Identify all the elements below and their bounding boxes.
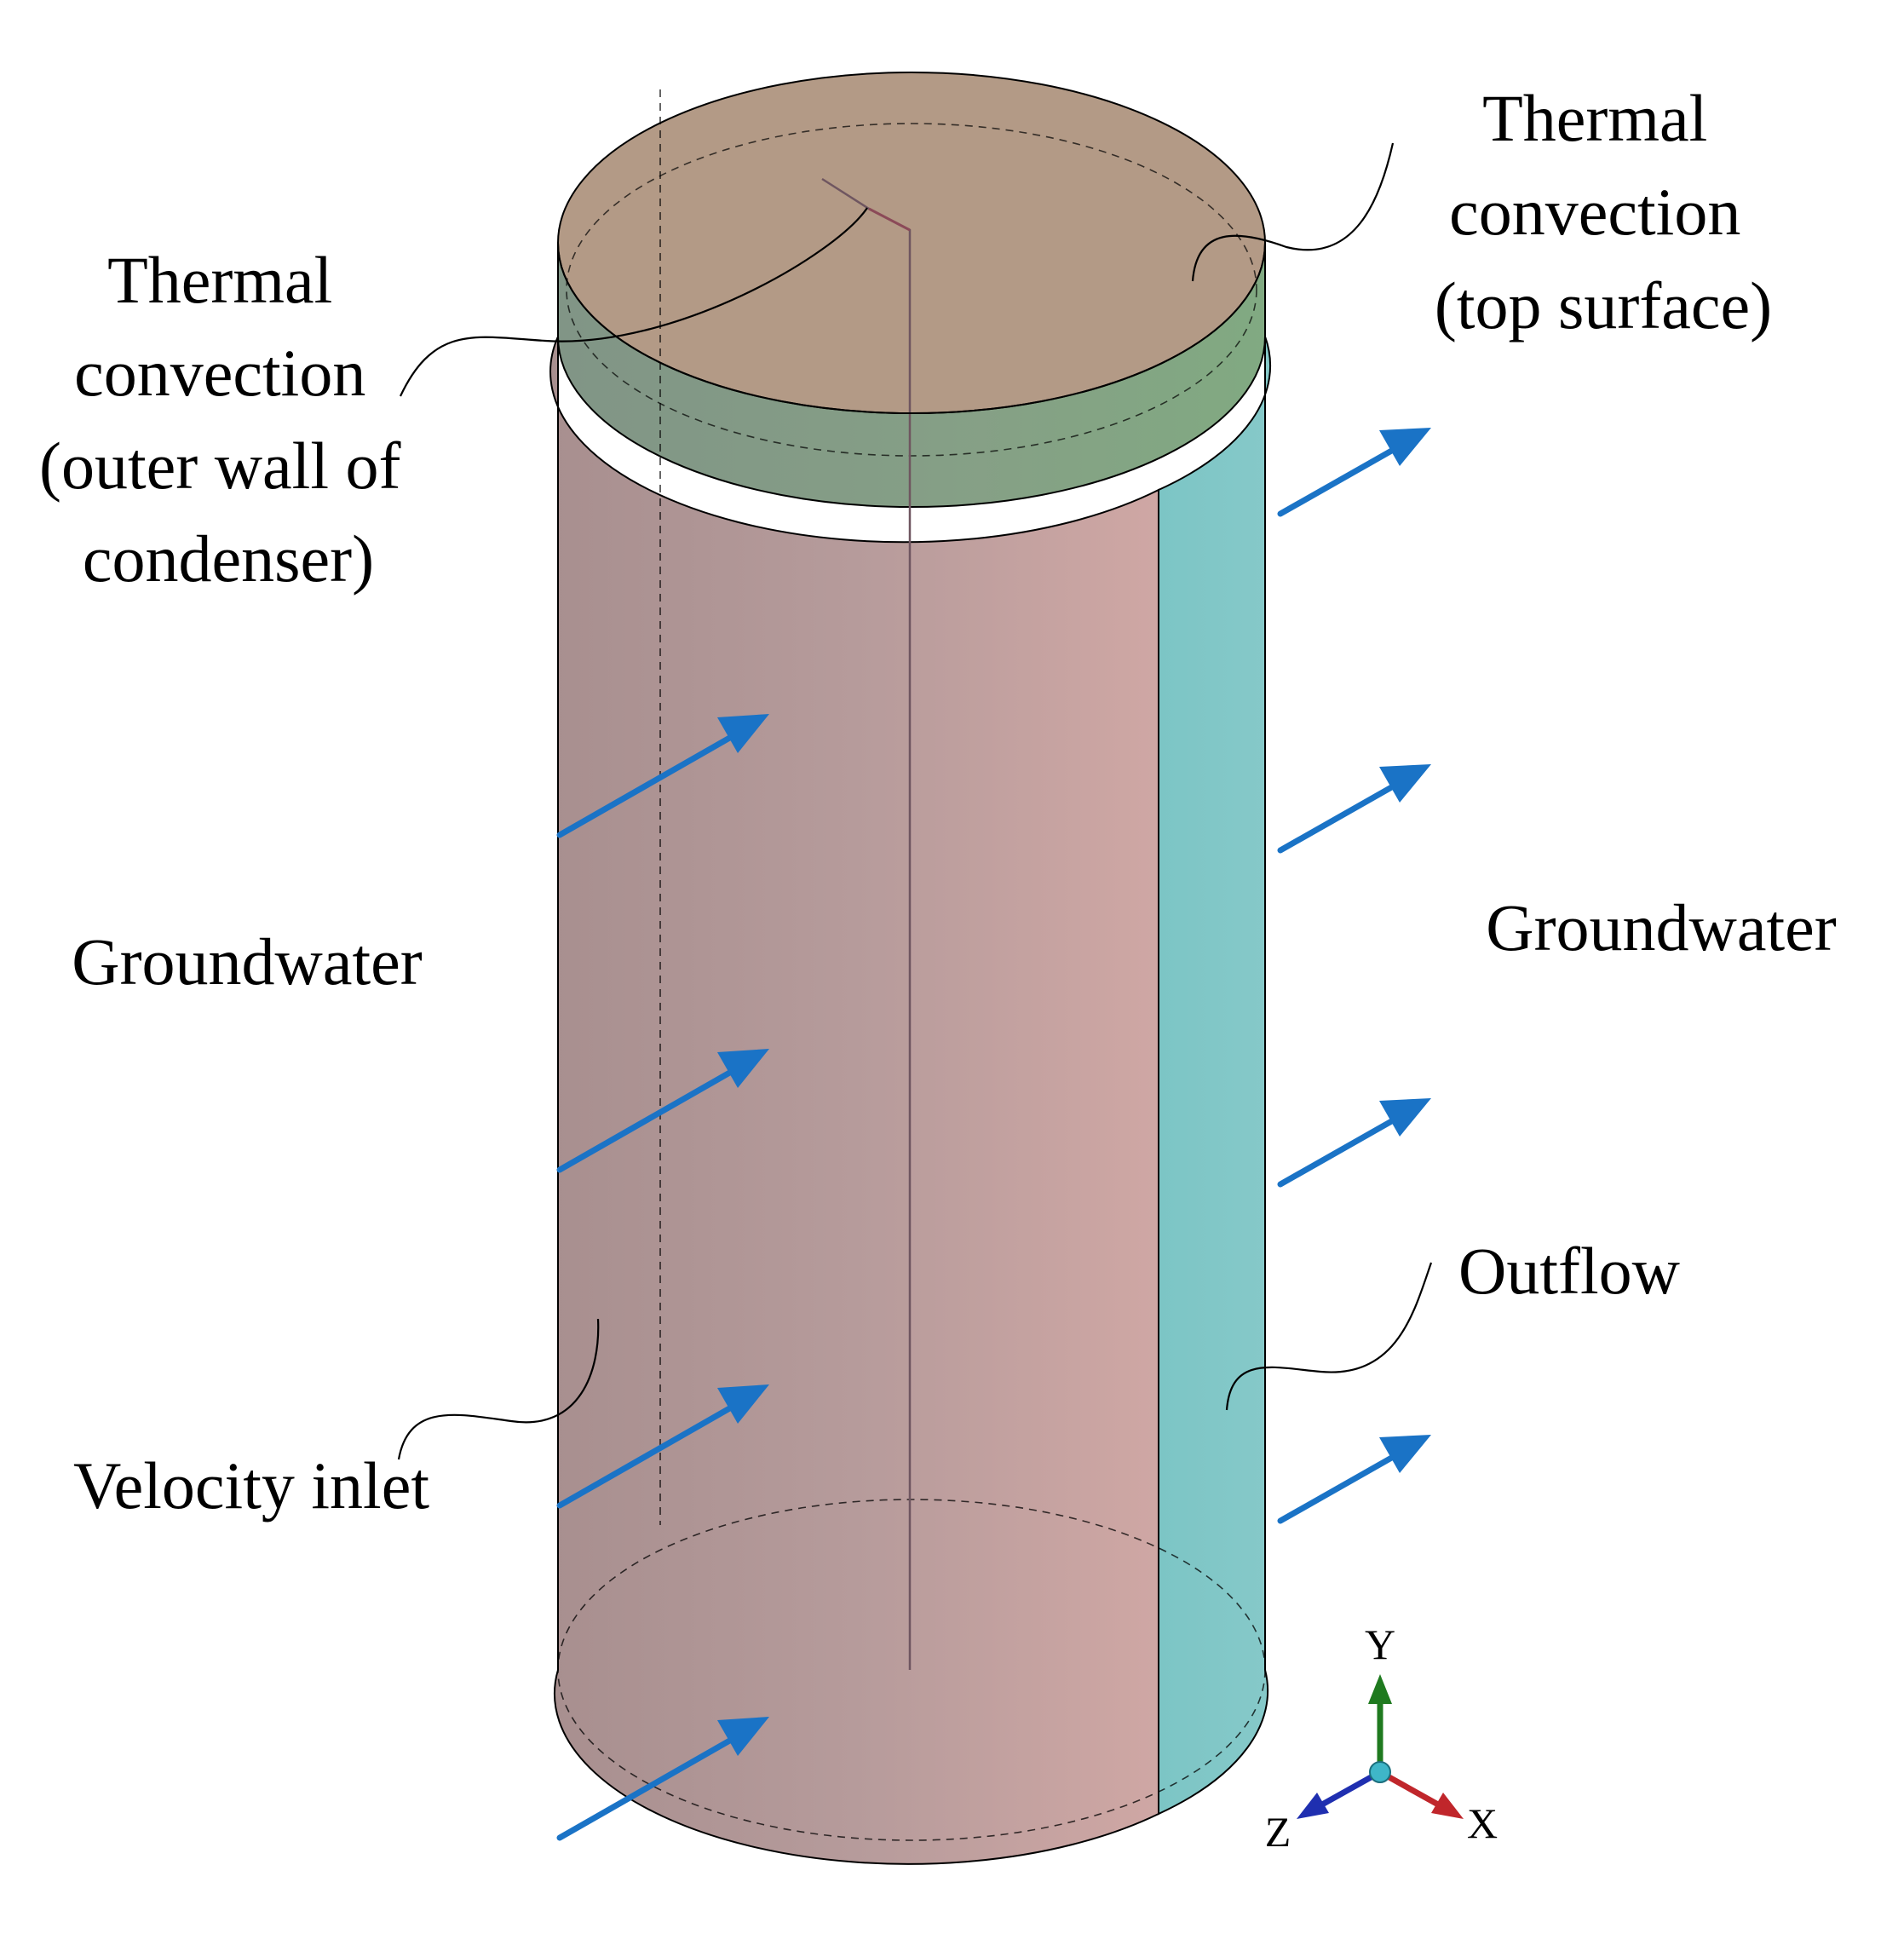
leader-condenser <box>400 207 868 397</box>
top-surface-label-line: Thermal <box>1482 81 1707 155</box>
inflow-arrow <box>556 1384 769 1509</box>
flow-arrows <box>556 428 1431 1841</box>
outflow-arrow <box>1277 1435 1431 1524</box>
groundwater-left-label: Groundwater <box>72 924 423 999</box>
top-surface-label-line: convection <box>1449 175 1740 249</box>
condenser-label: Thermal convection (outer wall of conden… <box>39 243 417 596</box>
axis-origin <box>1369 1761 1391 1783</box>
top-surface-label: Thermal convection (top surface) <box>1435 81 1772 342</box>
bottom-hidden-edge <box>557 1499 1266 1841</box>
z-axis-arrow <box>1297 1793 1329 1819</box>
axis-triad: Y X Z <box>1265 1620 1498 1856</box>
cylinder-domain <box>549 72 1272 1865</box>
z-axis-label: Z <box>1265 1808 1291 1856</box>
heat-pipe-stub <box>868 207 911 232</box>
leader-velocity-inlet <box>397 1318 600 1460</box>
outflow-arrow <box>1277 764 1431 854</box>
x-axis-label: X <box>1467 1799 1498 1847</box>
condenser-label-line: (outer wall of <box>39 429 401 503</box>
top-hidden-edge <box>566 123 1257 457</box>
labels: Thermal convection (outer wall of conden… <box>39 81 1837 1522</box>
leader-top-surface <box>1191 142 1395 282</box>
velocity-inlet-surface <box>549 336 1159 1865</box>
condenser-label-line: Thermal <box>107 243 332 317</box>
outflow-label: Outflow <box>1458 1234 1680 1308</box>
top-surface-label-line: (top surface) <box>1435 268 1772 342</box>
y-axis-arrow <box>1368 1674 1392 1704</box>
leader-lines <box>397 142 1433 1460</box>
inflow-arrow <box>556 714 769 838</box>
outflow-arrow <box>1277 1098 1431 1188</box>
x-axis-arrow <box>1431 1793 1464 1819</box>
groundwater-right-label: Groundwater <box>1486 890 1837 964</box>
inflow-arrow <box>556 1049 769 1173</box>
outflow-surface <box>1158 336 1272 1816</box>
inflow-arrow <box>556 1717 769 1841</box>
outflow-arrow <box>1277 428 1431 517</box>
leader-outflow <box>1225 1262 1433 1411</box>
condenser-label-line: condenser) <box>83 521 374 596</box>
y-axis-label: Y <box>1365 1620 1395 1668</box>
velocity-inlet-label: Velocity inlet <box>73 1448 429 1522</box>
condenser-label-line: convection <box>74 336 365 410</box>
top-front-edge <box>557 242 1266 414</box>
